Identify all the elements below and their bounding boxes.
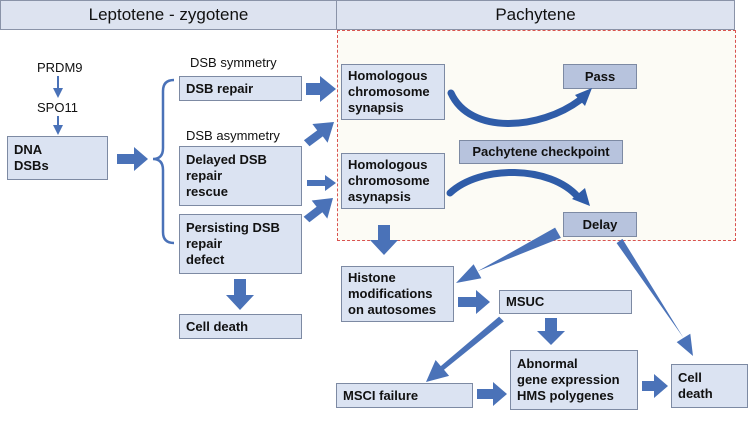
box-dsb-repair: DSB repair [179,76,302,101]
box-dna-dsbs: DNA DSBs [7,136,108,180]
arrow-delay-celldeath [616,238,693,356]
header-leptotene-zygotene: Leptotene - zygotene [0,0,337,30]
box-cell-death-right: Cell death [671,364,748,408]
box-pass: Pass [563,64,637,89]
curve-asynapsis-delay [446,169,582,201]
arrow-msuc-abnormal [537,318,565,345]
box-msuc: MSUC [499,290,632,314]
arrow-persisting-asynapsis [303,198,333,223]
label-prdm9: PRDM9 [37,60,83,75]
arrow-dna-bracket [117,147,148,171]
box-delay: Delay [563,212,637,237]
label-dsb-asymmetry: DSB asymmetry [186,128,280,143]
arrow-delayed-synapsis [303,122,334,147]
arrow-msuc-msci [426,316,504,382]
box-persisting-dsb-repair-defect: Persisting DSB repair defect [179,214,302,274]
bracket [152,78,175,245]
box-cell-death-left: Cell death [179,314,302,339]
box-msci-failure: MSCI failure [336,383,473,408]
curve-synapsis-pass [447,89,584,127]
box-delayed-dsb-repair-rescue: Delayed DSB repair rescue [179,146,302,206]
box-abnormal-gene-expression: Abnormal gene expression HMS polygenes [510,350,638,410]
label-spo11: SPO11 [37,100,78,115]
arrow-delay-histone [456,227,561,283]
arrow-asynapsis-histone [370,225,398,255]
arrow-dsb-repair-synapsis [306,76,336,102]
arrow-abnormal-celldeath [642,374,668,398]
box-homologous-synapsis: Homologous chromosome synapsis [341,64,445,120]
box-histone-modifications: Histone modifications on autosomes [341,266,454,322]
arrow-histone-msuc [458,290,490,314]
header-pachytene: Pachytene [336,0,735,30]
arrow-persisting-celldeath [226,279,254,310]
arrow-delayed-asynapsis [307,175,336,191]
box-homologous-asynapsis: Homologous chromosome asynapsis [341,153,445,209]
arrow-msci-abnormal [477,382,507,406]
label-dsb-symmetry: DSB symmetry [190,55,277,70]
box-pachytene-checkpoint: Pachytene checkpoint [459,140,623,164]
